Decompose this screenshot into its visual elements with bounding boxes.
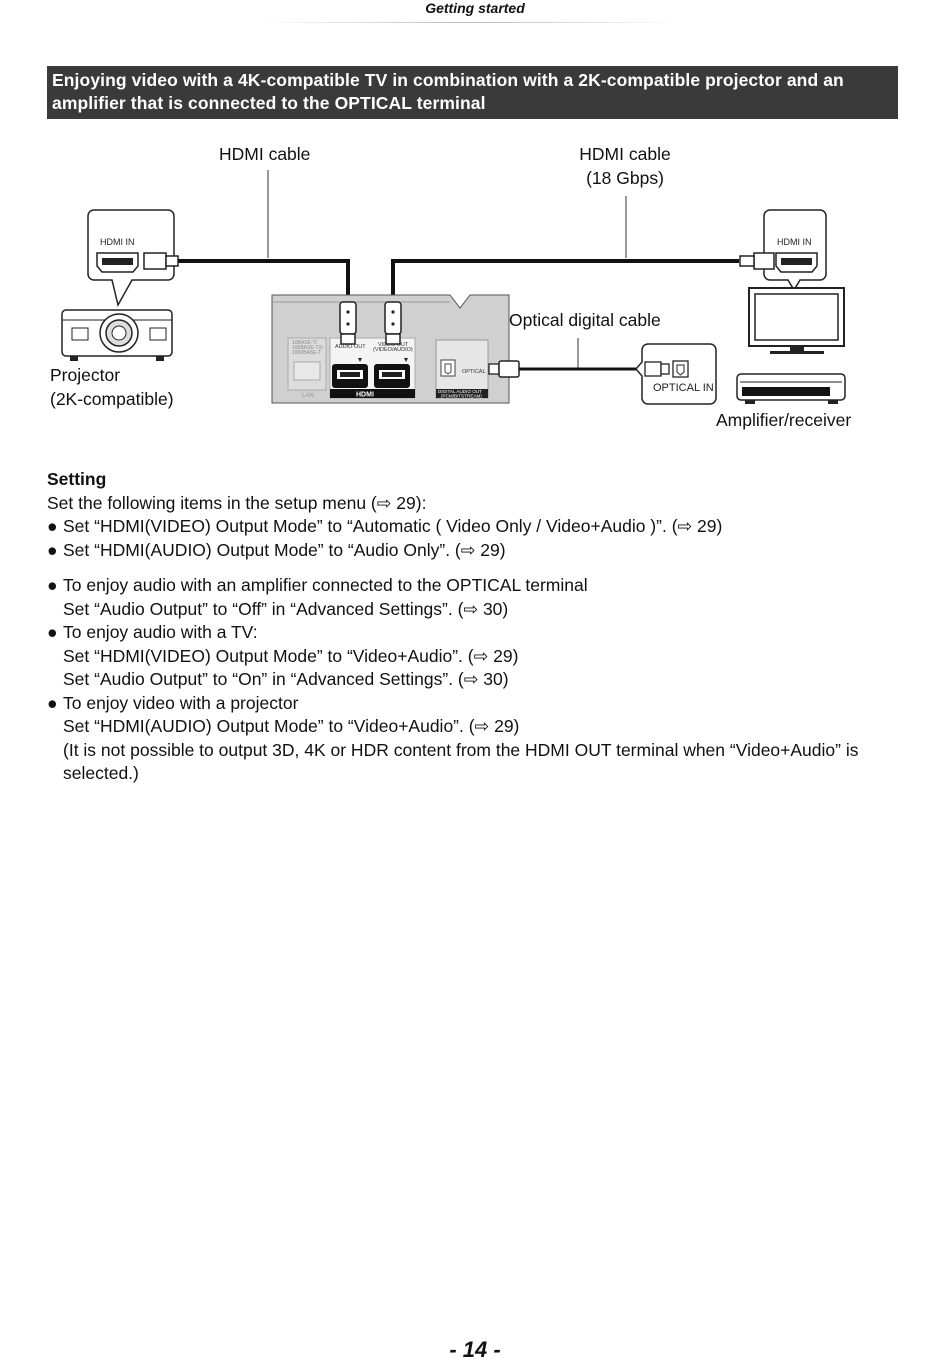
note-line: Set “HDMI(AUDIO) Output Mode” to “Video+… (63, 716, 520, 736)
section-title: Enjoying video with a 4K-compatible TV i… (47, 66, 898, 119)
hdmi-cable-right (391, 259, 739, 302)
hdmi-plug-audio-out (339, 301, 357, 345)
amplifier-icon (736, 373, 846, 404)
optical-plug-player-tip (488, 363, 500, 375)
player-lan-label: LAN (302, 393, 314, 399)
amplifier-label: Amplifier/receiver (716, 410, 852, 430)
hdmi-cable-left (178, 259, 350, 302)
note-line: To enjoy video with a projector (63, 692, 299, 713)
bullet: ● (47, 516, 58, 536)
note-line: Set “HDMI(VIDEO) Output Mode” to “Video+… (63, 645, 519, 666)
callout-hdmi-cable-right-line2: (18 Gbps) (586, 168, 664, 188)
running-head: Getting started (425, 0, 525, 16)
note-item: ● To enjoy audio with an amplifier conne… (47, 574, 927, 621)
note-line: Set “Audio Output” to “Off” in “Advanced… (63, 598, 509, 619)
note-line: (It is not possible to output 3D, 4K or … (63, 739, 859, 784)
callout-hdmi-cable-right: HDMI cable (18 Gbps) (555, 142, 695, 190)
optical-plug-player (498, 360, 520, 378)
bullet: ● (47, 539, 58, 560)
note-line: Set “Audio Output” to “On” in “Advanced … (63, 669, 509, 689)
note-line: To enjoy audio with an amplifier connect… (63, 575, 588, 595)
callout-optical-cable: Optical digital cable (509, 310, 661, 330)
hdmi-plug-video-out (384, 301, 402, 345)
bullet: ● (47, 575, 58, 595)
optical-in-bubble: OPTICAL IN (635, 343, 717, 405)
player-rear-panel: 10BASE-T/ 100BASE-TX/ 1000BASE-T LAN AUD… (271, 294, 510, 404)
setting-item: ● Set “HDMI(AUDIO) Output Mode” to “Audi… (47, 539, 927, 563)
note-item: ● To enjoy video with a projector Set “H… (47, 692, 927, 786)
player-lan-spec-3: 1000BASE-T (292, 350, 321, 356)
setting-item-text: Set “HDMI(VIDEO) Output Mode” to “Automa… (63, 516, 723, 536)
player-optical-label: OPTICAL (462, 369, 486, 375)
player-audio-out-label: AUDIO OUT (335, 344, 366, 350)
optical-in-text: OPTICAL IN (653, 382, 714, 394)
setting-intro: Set the following items in the setup men… (47, 492, 427, 513)
tv-icon (748, 287, 845, 354)
player-lan-spec-1: 10BASE-T/ (292, 340, 318, 346)
diagram-drawing: HDMI IN HDMI IN (61, 170, 846, 405)
player-video-out-label-1: VIDEO OUT (378, 342, 409, 348)
setting-heading: Setting (47, 469, 107, 489)
bullet: ● (47, 622, 58, 642)
hdmi-in-left-text: HDMI IN (100, 237, 135, 247)
setting-section: Setting Set the following items in the s… (47, 468, 927, 786)
player-digital-audio-out-2: (PCM/BITSTREAM) (441, 394, 482, 399)
note-item: ● To enjoy audio with a TV: Set “HDMI(VI… (47, 621, 927, 692)
hdmi-in-bubble-left: HDMI IN (87, 209, 179, 308)
connection-diagram: HDMI cable HDMI cable (18 Gbps) Optical … (0, 130, 950, 440)
setting-item: ● Set “HDMI(VIDEO) Output Mode” to “Auto… (47, 515, 927, 539)
hdmi-in-right-text: HDMI IN (777, 237, 812, 247)
setting-item-text: Set “HDMI(AUDIO) Output Mode” to “Audio … (63, 539, 506, 560)
hdmi-in-bubble-right: HDMI IN (739, 209, 827, 292)
bullet: ● (47, 692, 58, 713)
projector-label-line2: (2K-compatible) (50, 389, 174, 409)
note-line: To enjoy audio with a TV: (63, 622, 258, 642)
player-hdmi-logo: HDMI (356, 392, 374, 399)
spacer (47, 562, 927, 574)
player-video-out-label-2: (VIDEO/AUDIO) (373, 347, 413, 353)
player-lan-spec-2: 100BASE-TX/ (292, 345, 324, 351)
player-digital-audio-out-1: DIGITAL AUDIO OUT (438, 389, 482, 394)
projector-icon (61, 309, 173, 361)
projector-label: Projector (2K-compatible) (50, 363, 174, 411)
projector-label-line1: Projector (50, 365, 121, 385)
page-number: - 14 - (449, 1337, 501, 1362)
header-rule (260, 22, 680, 23)
callout-hdmi-cable-left: HDMI cable (219, 144, 311, 164)
callout-hdmi-cable-right-line1: HDMI cable (579, 144, 671, 164)
